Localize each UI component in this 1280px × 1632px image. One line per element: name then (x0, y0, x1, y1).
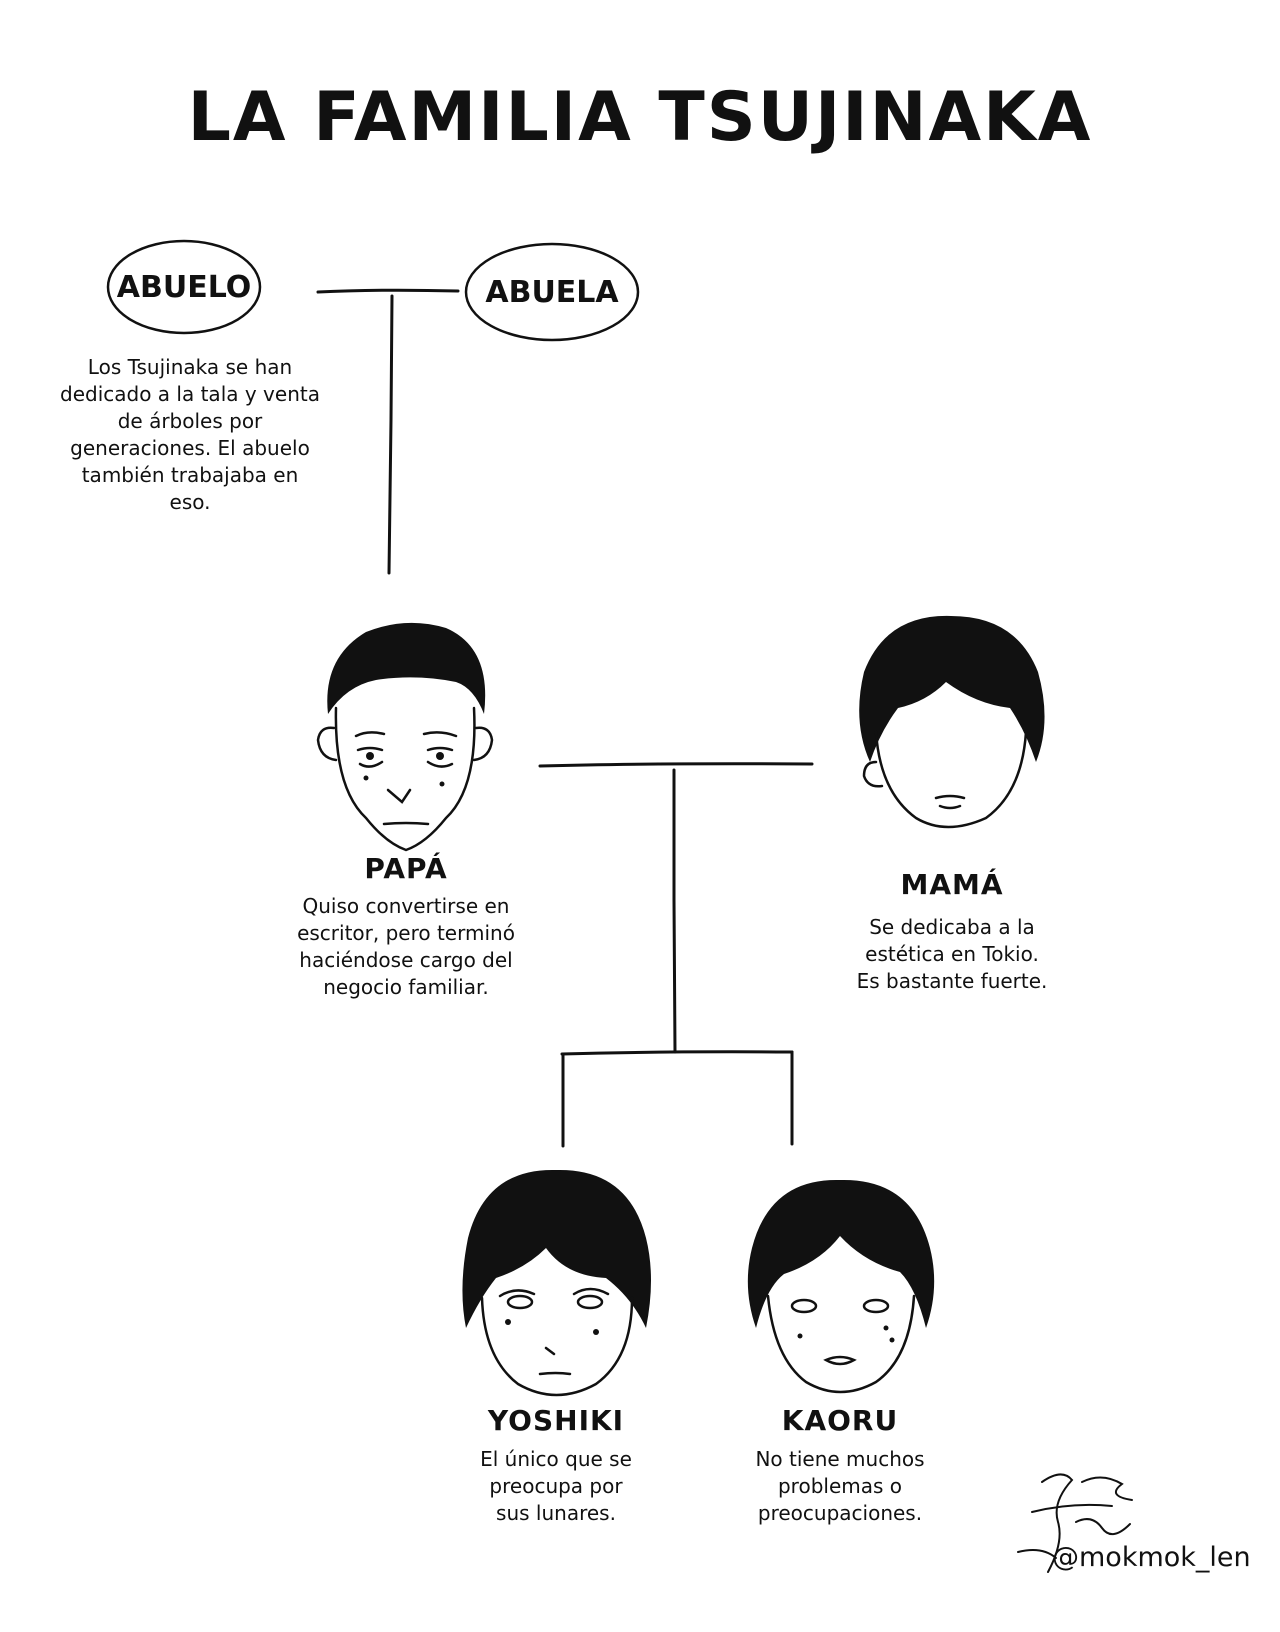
mama-portrait (859, 615, 1045, 829)
abuelo-description: Los Tsujinaka se han dedicado a la tala … (60, 355, 320, 514)
abuela-name: ABUELA (485, 275, 619, 310)
grandparents-marriage-line (316, 288, 460, 294)
papa-portrait (316, 622, 494, 852)
grandparents-descent-line (387, 294, 394, 575)
parents-descent-line (672, 768, 677, 1054)
artist-signature-mark (1017, 1473, 1133, 1573)
artist-handle: @mokmok_len (1052, 1542, 1251, 1573)
papa-name: PAPÁ (364, 852, 448, 885)
yoshiki-portrait (462, 1169, 651, 1397)
mama-description: Se dedicaba a la estética en Tokio. Es b… (856, 915, 1048, 993)
kaoru-name: KAORU (781, 1404, 899, 1437)
page-title: LA FAMILIA TSUJINAKA (187, 78, 1093, 157)
children-bar-line (560, 1050, 794, 1056)
kaoru-description: No tiene muchos problemas o preocupacion… (755, 1447, 925, 1525)
yoshiki-description: El único que se preocupa por sus lunares… (480, 1447, 632, 1525)
abuelo-name: ABUELO (116, 270, 252, 305)
yoshiki-name: YOSHIKI (487, 1404, 625, 1437)
kaoru-portrait (747, 1179, 935, 1394)
abuelo-oval (106, 239, 262, 335)
papa-description: Quiso convertirse en escritor, pero term… (297, 894, 515, 999)
parents-marriage-line (538, 762, 814, 768)
mama-name: MAMÁ (900, 868, 1004, 901)
abuela-oval (464, 242, 640, 342)
